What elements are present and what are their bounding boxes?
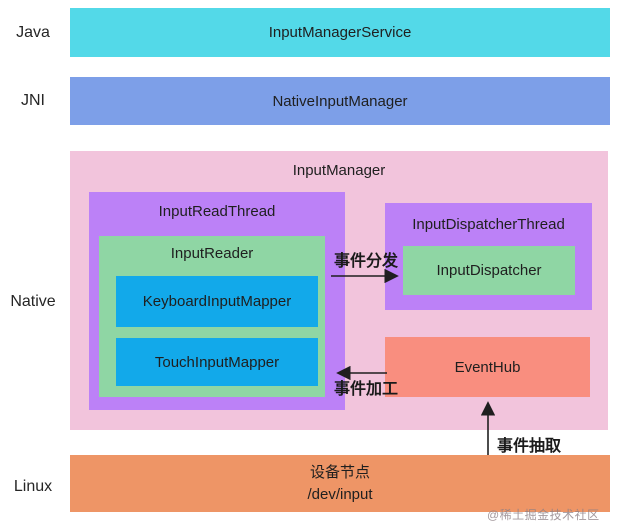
keyboardinputmapper-box: KeyboardInputMapper <box>116 276 318 327</box>
inputreader-title: InputReader <box>170 245 254 262</box>
eventhub-label: EventHub <box>454 358 521 376</box>
layer-label-java: Java <box>16 24 50 41</box>
inputreadthread-title: InputReadThread <box>158 203 276 220</box>
nativeinputmanager-box: NativeInputManager <box>70 77 610 125</box>
inputdispatcherthread-title: InputDispatcherThread <box>412 216 565 233</box>
keyboardinputmapper-label: KeyboardInputMapper <box>142 293 292 310</box>
inputreadthread-box: InputReadThread InputReader KeyboardInpu… <box>89 192 345 410</box>
device-node-box: 设备节点 /dev/input <box>70 455 610 512</box>
event-process-label: 事件加工 <box>333 381 398 398</box>
eventhub-box: EventHub <box>385 337 590 397</box>
touchinputmapper-box: TouchInputMapper <box>116 338 318 386</box>
watermark: @稀土掘金技术社区 <box>487 508 600 522</box>
device-node-path: /dev/input <box>307 485 373 503</box>
inputdispatcher-label: InputDispatcher <box>436 262 542 279</box>
event-dispatch-label: 事件分发 <box>333 253 398 270</box>
inputmanagerservice-label: InputManagerService <box>268 24 412 41</box>
layer-label-jni: JNI <box>21 92 45 109</box>
inputmanagerservice-box: InputManagerService <box>70 8 610 57</box>
touchinputmapper-label: TouchInputMapper <box>154 353 280 371</box>
inputreader-box: InputReader KeyboardInputMapper TouchInp… <box>99 236 325 397</box>
nativeinputmanager-label: NativeInputManager <box>272 92 408 110</box>
device-node-label-cn: 设备节点 <box>309 463 370 481</box>
inputdispatcherthread-box: InputDispatcherThread InputDispatcher <box>385 203 592 310</box>
layer-label-linux: Linux <box>13 478 53 495</box>
layer-label-native: Native <box>10 293 56 310</box>
inputmanager-title: InputManager <box>292 162 386 179</box>
event-extract-label: 事件抽取 <box>497 438 562 455</box>
inputdispatcher-box: InputDispatcher <box>403 246 575 295</box>
inputmanager-container: InputManager InputReadThread InputReader… <box>70 151 608 430</box>
